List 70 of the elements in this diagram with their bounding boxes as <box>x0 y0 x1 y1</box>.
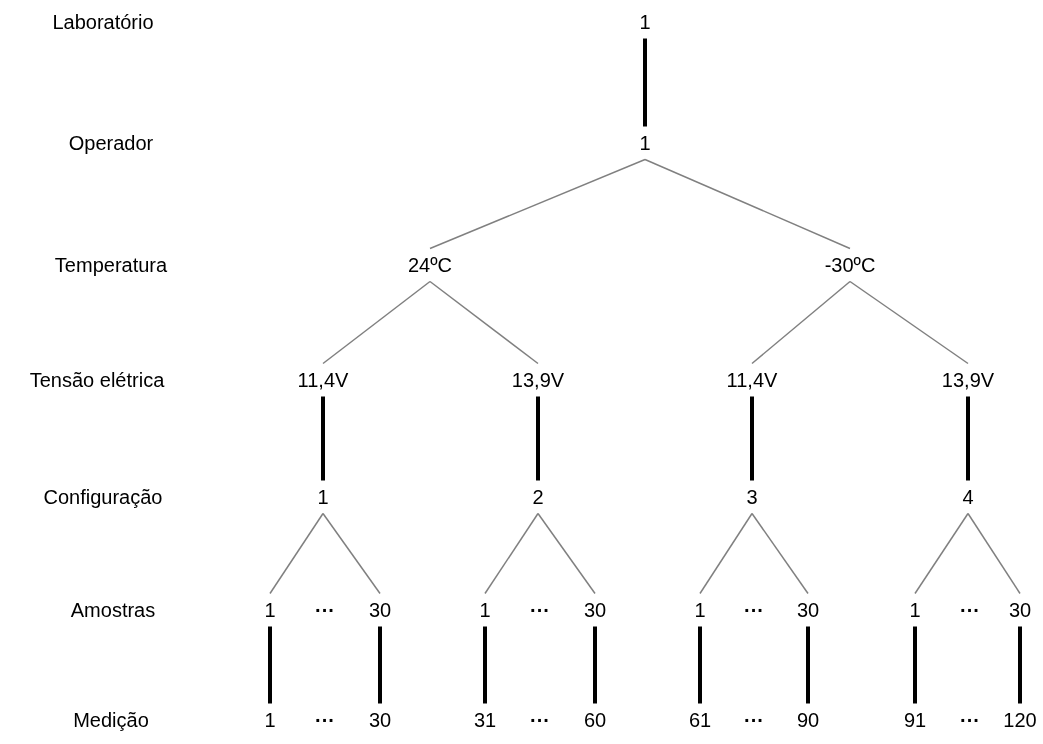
row-label: Operador <box>68 130 154 156</box>
connector-line <box>699 512 753 595</box>
value-text: 120 <box>1003 707 1037 733</box>
value-text: 1 <box>909 597 921 623</box>
connector-line <box>268 626 272 704</box>
value-text: 31 <box>473 707 497 733</box>
connector-line <box>966 396 970 481</box>
connector-line <box>751 280 851 365</box>
value-text: 3 <box>746 484 758 510</box>
connector-line <box>429 280 539 365</box>
value-text: 30 <box>583 597 607 623</box>
value-text: 13,9V <box>511 367 565 393</box>
connector-line <box>269 512 324 595</box>
connector-line <box>322 512 381 595</box>
value-text: 1 <box>639 130 651 156</box>
connector-line <box>643 38 647 127</box>
row-label: ··· <box>530 597 550 623</box>
value-text: 1 <box>264 597 276 623</box>
connector-line <box>378 626 382 704</box>
value-text: 4 <box>962 484 974 510</box>
value-text: 1 <box>317 484 329 510</box>
row-label: Configuração <box>43 484 163 510</box>
connector-line <box>751 512 809 595</box>
row-label: Amostras <box>70 597 156 623</box>
value-text: 13,9V <box>941 367 995 393</box>
connector-line <box>967 512 1021 595</box>
value-text: -30ºC <box>824 252 876 278</box>
row-label: Medição <box>73 707 149 733</box>
row-label: Laboratório <box>52 9 154 35</box>
value-text: 91 <box>903 707 927 733</box>
row-label: ··· <box>315 707 335 733</box>
row-label: ··· <box>744 707 764 733</box>
value-text: 30 <box>1008 597 1032 623</box>
connector-line <box>536 396 540 481</box>
connector-line <box>698 626 702 704</box>
connector-line <box>321 396 325 481</box>
value-text: 1 <box>264 707 276 733</box>
connector-line <box>849 280 969 365</box>
connector-line <box>484 512 539 595</box>
connector-line <box>537 512 596 595</box>
connector-line <box>429 158 646 250</box>
row-label: Temperatura <box>54 252 168 278</box>
connector-line <box>750 396 754 481</box>
connector-line <box>1018 626 1022 704</box>
value-text: 60 <box>583 707 607 733</box>
value-text: 1 <box>479 597 491 623</box>
value-text: 1 <box>694 597 706 623</box>
connector-line <box>483 626 487 704</box>
connector-line <box>913 626 917 704</box>
value-text: 30 <box>368 707 392 733</box>
value-text: 30 <box>796 597 820 623</box>
row-label: ··· <box>960 597 980 623</box>
value-text: 30 <box>368 597 392 623</box>
value-text: 90 <box>796 707 820 733</box>
connector-line <box>322 280 431 365</box>
connector-line <box>593 626 597 704</box>
row-label: ··· <box>744 597 764 623</box>
value-text: 1 <box>639 9 651 35</box>
value-text: 2 <box>532 484 544 510</box>
row-label: ··· <box>315 597 335 623</box>
row-label: ··· <box>960 707 980 733</box>
connector-line <box>806 626 810 704</box>
value-text: 11,4V <box>297 367 349 393</box>
value-text: 61 <box>688 707 712 733</box>
connector-line <box>644 158 851 250</box>
value-text: 24ºC <box>408 252 452 278</box>
row-label: ··· <box>530 707 550 733</box>
connector-line <box>914 512 969 595</box>
row-label: Tensão elétrica <box>29 367 165 393</box>
value-text: 11,4V <box>726 367 778 393</box>
